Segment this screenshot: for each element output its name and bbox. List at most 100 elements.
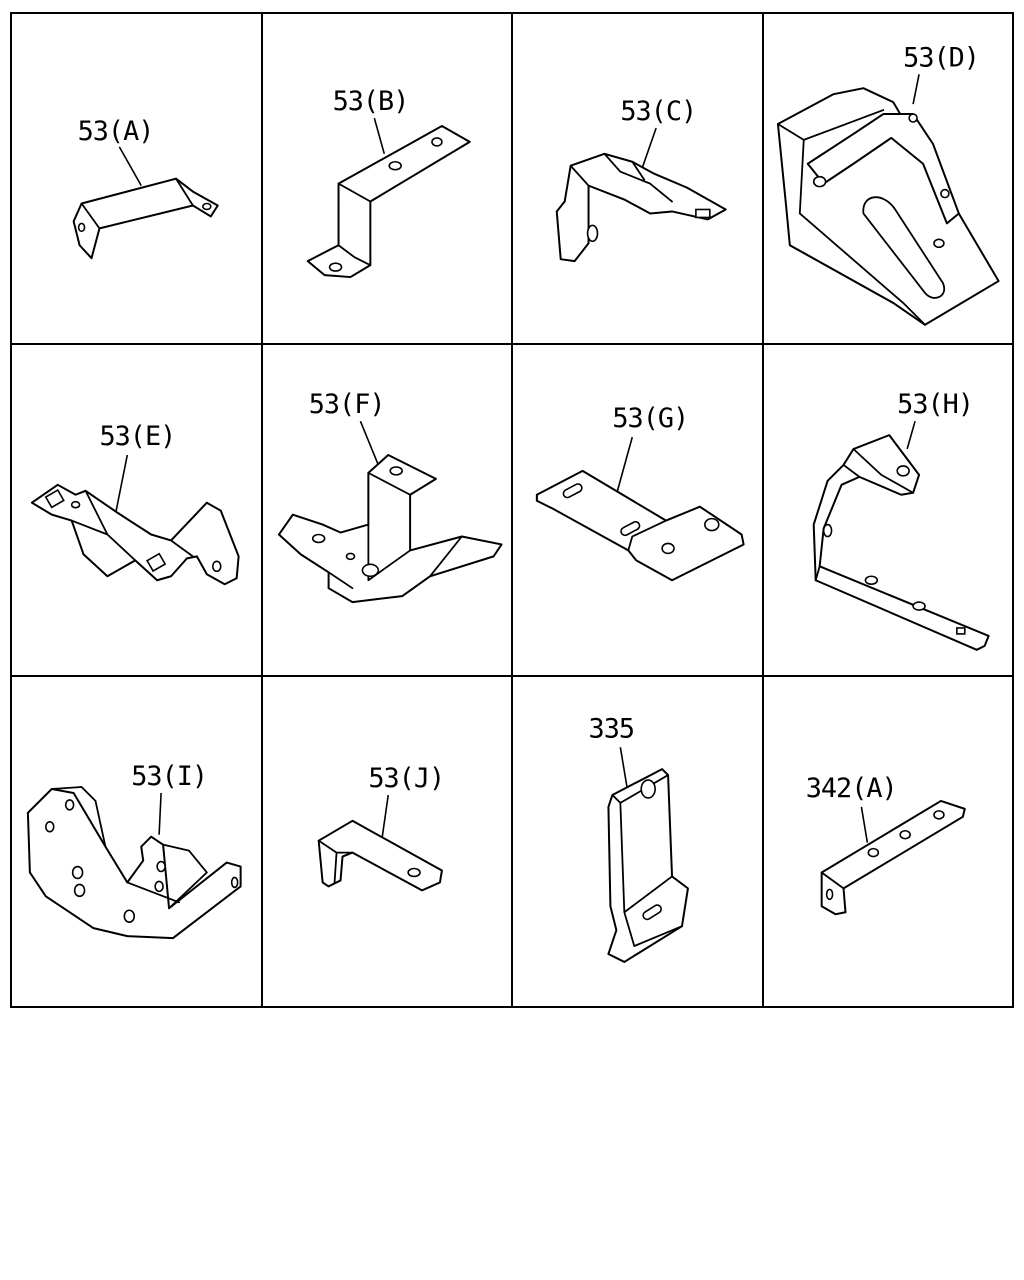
hole [430,137,443,147]
bracket-53i-drawing: 53(I) [26,761,242,939]
bracket-335-drawing: 335 [589,713,689,963]
hole [361,563,379,578]
hole [661,542,675,555]
bend-line [814,448,914,582]
bracket-53d-arm [806,113,960,225]
bend-line [337,182,371,267]
cell-part-53c: 53(C) [513,14,764,346]
hole [406,867,421,877]
bracket-53g-drawing: 53(G) [535,403,745,582]
bend-line [776,109,926,326]
bend-line [569,152,673,203]
hole [311,534,325,544]
hole [864,575,878,586]
slot [642,903,662,920]
cell-part-335: 335 [513,676,764,1008]
hole [71,865,84,879]
cell-part-53a: 53(A) [12,14,263,346]
bend-line [80,177,194,230]
hole [907,113,918,123]
part-label: 342(A) [805,773,896,804]
bracket-53e-drawing: 53(E) [30,421,240,586]
weld-nut [44,489,65,509]
square-hole [955,627,966,636]
leader-line [380,794,389,837]
part-label: 53(A) [78,116,154,147]
hole [154,880,164,892]
leader-line [911,74,920,105]
step-line [535,494,667,552]
bracket-53h-drawing: 53(H) [812,390,990,652]
cell-part-53j: 53(J) [262,676,513,1008]
hole [70,501,81,509]
hole [45,820,55,833]
hole [73,883,86,897]
part-label: 53(J) [368,763,444,794]
hole [704,518,720,532]
cell-part-342a: 342(A) [763,676,1014,1008]
cell-part-53i: 53(I) [12,676,263,1008]
bracket-53c [555,152,727,263]
bracket-53j-drawing: 53(J) [317,763,445,892]
hole [867,847,879,858]
leader-line [639,127,657,174]
leader-line [359,421,379,466]
parts-diagram-grid: 53(A) 53(B) 53(C) 5 [10,12,1014,1008]
hole [822,524,832,538]
bend-line [327,472,463,590]
hole [388,466,403,476]
hole [211,560,222,573]
part-label: 53(F) [308,390,384,421]
hole [911,601,926,612]
weld-nut [146,552,167,573]
hole [586,224,599,243]
bracket-53f-drawing: 53(F) [277,390,503,604]
bracket-53a-drawing: 53(A) [72,116,219,260]
cell-part-53b: 53(B) [262,14,513,346]
hole [202,202,212,211]
cell-part-53f: 53(F) [262,345,513,677]
cell-part-53g: 53(G) [513,345,764,677]
bracket-53e [30,484,240,586]
part-label: 53(I) [131,761,207,792]
hole [898,829,911,840]
part-label: 53(H) [897,390,973,421]
bracket-53d-drawing: 53(D) [776,42,1000,326]
leader-line [615,437,634,496]
pin [812,175,826,188]
part-label: 335 [589,713,634,744]
bend-line [820,871,844,889]
hole [230,876,239,888]
hole [825,888,833,900]
part-label: 53(E) [99,421,175,452]
cell-part-53d: 53(D) [763,14,1014,346]
hole [387,160,402,171]
hole [123,909,136,923]
cell-part-53h: 53(H) [763,345,1014,677]
bracket-53f [277,454,503,604]
bend-line [317,839,353,883]
part-label: 53(D) [903,42,979,73]
bracket-342a-drawing: 342(A) [805,773,966,915]
leader-line [860,806,868,843]
part-label: 53(G) [612,403,688,434]
bracket-53b [306,124,471,279]
slot [695,208,711,219]
hole [640,778,656,799]
slot-outline [862,196,945,299]
hole [939,188,950,199]
bend-line [70,490,194,562]
hole [64,798,75,811]
hole [932,809,945,820]
leader-line [158,792,162,835]
slot [620,521,641,537]
hole [328,262,342,272]
leader-line [373,117,385,155]
leader-line [905,421,916,450]
bracket-53a [72,177,219,260]
hole [345,552,355,561]
bend-line [50,785,208,909]
hole [932,238,945,249]
bracket-53c-drawing: 53(C) [555,96,727,263]
leader-line [118,146,142,187]
